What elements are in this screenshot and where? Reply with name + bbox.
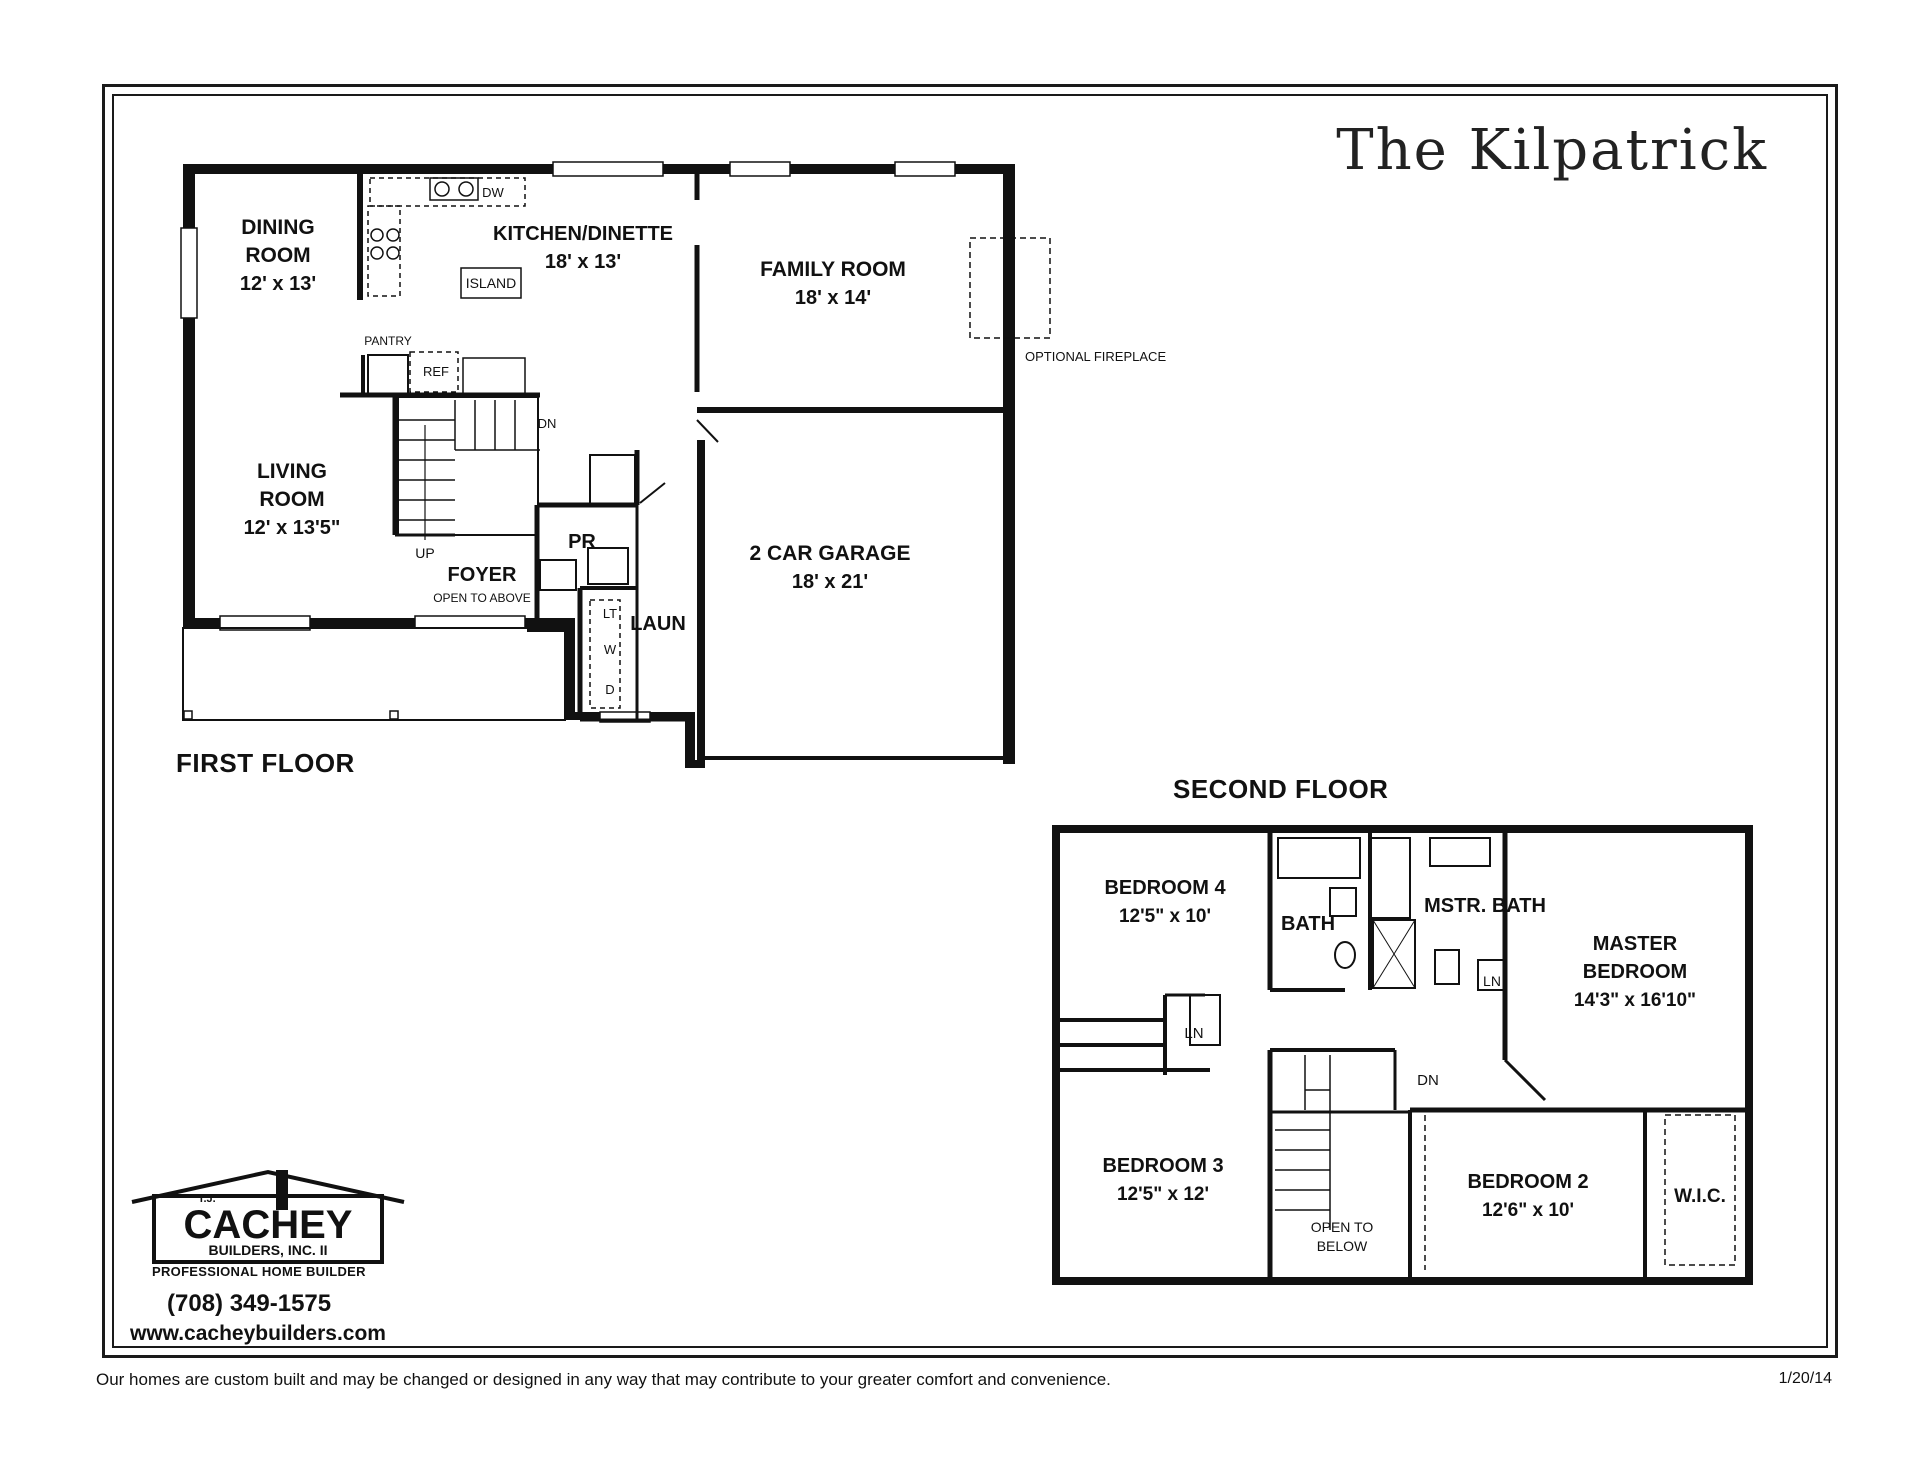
logo-tj: T.J.: [198, 1193, 216, 1205]
kitchen-size: 18' x 13': [545, 251, 621, 273]
laundry-label: LAUN: [630, 613, 686, 635]
bedroom3-name: BEDROOM 3: [1102, 1155, 1223, 1177]
living-room-name: LIVING: [257, 460, 327, 483]
laundry-tub-label: LT: [603, 606, 617, 621]
logo-phone: (708) 349-1575: [167, 1290, 332, 1317]
second-floor-label: SECOND FLOOR: [1173, 774, 1389, 804]
stair-dn-label: DN: [538, 416, 557, 431]
logo-tagline: PROFESSIONAL HOME BUILDER: [152, 1264, 366, 1279]
ff-wall-front: [183, 618, 528, 628]
bedroom3-size: 12'5" x 12': [1117, 1184, 1209, 1205]
master-bedroom-name: MASTER: [1593, 933, 1678, 955]
garage-name: 2 CAR GARAGE: [749, 542, 910, 565]
page-border-outer: [102, 84, 1838, 1358]
garage-wall-left: [697, 440, 705, 768]
page-border-inner: [112, 94, 1828, 1348]
kitchen-name: KITCHEN/DINETTE: [493, 223, 673, 245]
foyer-name: FOYER: [448, 564, 517, 586]
garage-size: 18' x 21': [792, 571, 868, 593]
bedroom2-name: BEDROOM 2: [1467, 1171, 1588, 1193]
first-floor-label: FIRST FLOOR: [176, 748, 355, 778]
dining-room-size: 12' x 13': [240, 273, 316, 295]
second-floor-labels: BEDROOM 4 12'5" x 10' BATH MSTR. BATH MA…: [1102, 877, 1725, 1254]
second-floor-plan: [1052, 825, 1753, 1285]
linen-closet-hall-label: LN: [1184, 1025, 1203, 1042]
stair-dn-label-2: DN: [1417, 1072, 1439, 1089]
linen-closet-master-label: LN: [1483, 973, 1501, 989]
master-bedroom-name-2: BEDROOM: [1583, 961, 1687, 983]
plan-title: The Kilpatrick: [1336, 118, 1768, 183]
dining-room-name: DINING: [241, 216, 315, 239]
footer-date: 1/20/14: [1778, 1370, 1832, 1387]
optional-fireplace-label: OPTIONAL FIREPLACE: [1025, 349, 1166, 364]
bedroom4-size: 12'5" x 10': [1119, 906, 1211, 927]
pantry-label: PANTRY: [364, 334, 412, 348]
wic-label: W.I.C.: [1674, 1186, 1726, 1207]
dishwasher-label: DW: [482, 185, 504, 200]
logo-name: CACHEY: [184, 1203, 353, 1247]
footer-note: Our homes are custom built and may be ch…: [96, 1370, 1111, 1389]
bedroom2-size: 12'6" x 10': [1482, 1200, 1574, 1221]
family-room-size: 18' x 14': [795, 287, 871, 309]
bedroom4-name: BEDROOM 4: [1104, 877, 1226, 899]
first-floor-plan: [180, 161, 1051, 768]
first-floor-labels: DINING ROOM 12' x 13' KITCHEN/DINETTE 18…: [240, 185, 1167, 697]
bath-label: BATH: [1281, 913, 1335, 935]
washer-label: W: [604, 642, 617, 657]
master-bedroom-size: 14'3" x 16'10": [1574, 990, 1696, 1011]
logo-website: www.cacheybuilders.com: [130, 1322, 386, 1345]
foyer-note: OPEN TO ABOVE: [433, 591, 531, 605]
powder-room-label: PR: [568, 531, 596, 553]
island-label: ISLAND: [466, 275, 517, 291]
living-room-size: 12' x 13'5": [244, 517, 341, 539]
ff-wall-right: [1003, 164, 1015, 764]
dining-room-name-2: ROOM: [245, 244, 310, 267]
dryer-label: D: [605, 682, 614, 697]
open-below-label-2: BELOW: [1317, 1238, 1368, 1254]
cachey-builders-logo: T.J. CACHEY BUILDERS, INC. II: [131, 1169, 405, 1264]
ref-label: REF: [423, 364, 449, 379]
garage-wall-top: [697, 407, 1015, 413]
family-room-name: FAMILY ROOM: [760, 258, 906, 281]
open-below-label: OPEN TO: [1311, 1219, 1374, 1235]
stair-up-label: UP: [415, 545, 434, 561]
living-room-name-2: ROOM: [259, 488, 324, 511]
logo-sub: BUILDERS, INC. II: [208, 1242, 327, 1258]
master-bath-label: MSTR. BATH: [1424, 895, 1546, 917]
